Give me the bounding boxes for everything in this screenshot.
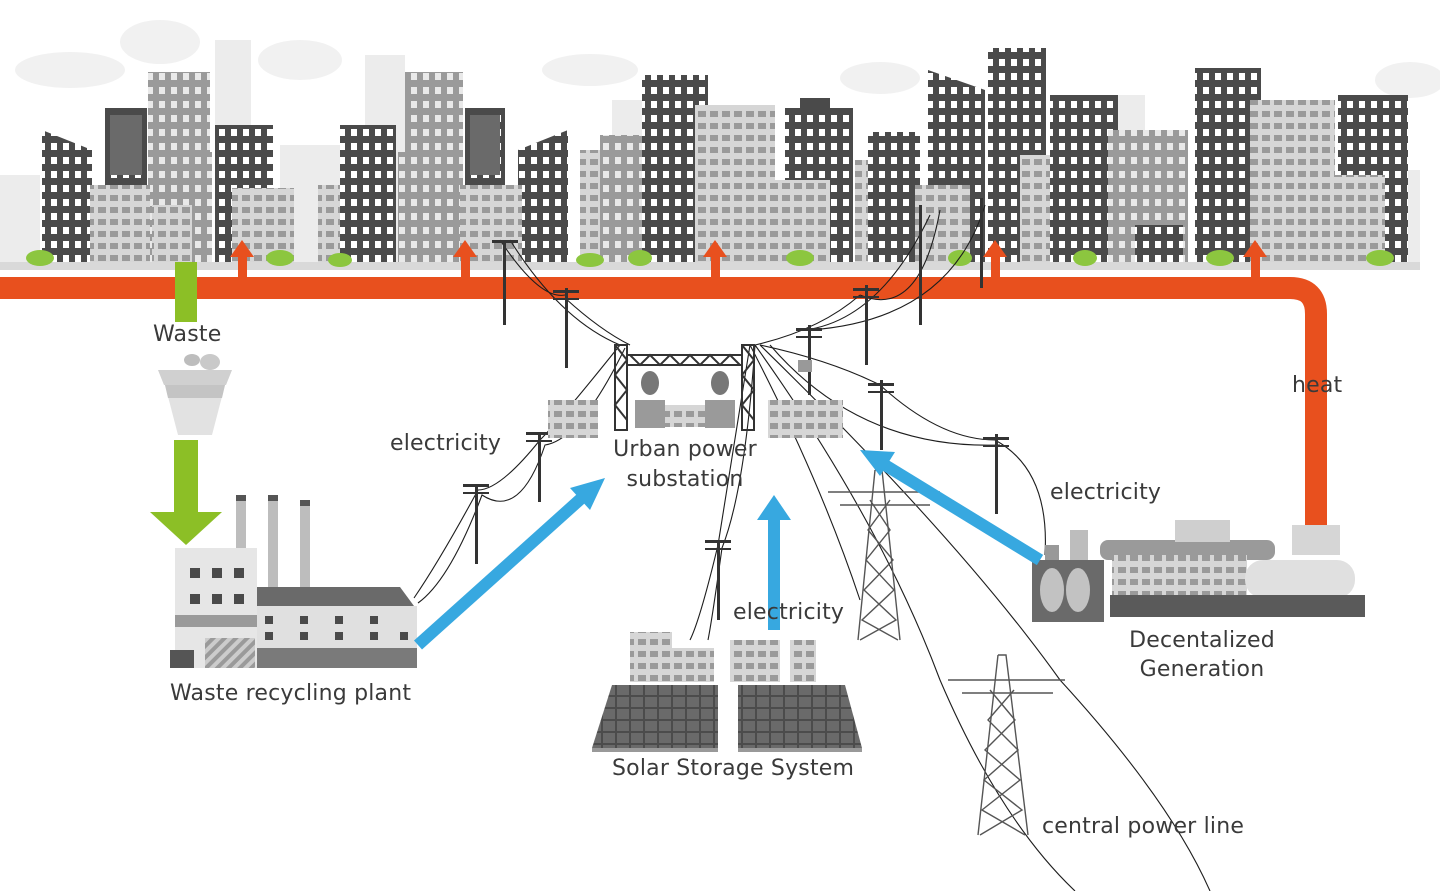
electricity-arrow-decentralized bbox=[876, 456, 1044, 566]
right-building-cluster bbox=[580, 48, 1408, 265]
label-heat: heat bbox=[1292, 373, 1343, 398]
clouds bbox=[15, 20, 1440, 98]
label-decentralized-line1: Decentalized bbox=[1129, 628, 1275, 653]
heat-pipe-main bbox=[0, 277, 1327, 530]
waste-flow-top bbox=[175, 262, 197, 322]
solar-storage-system bbox=[592, 632, 862, 752]
label-recycling-plant: Waste recycling plant bbox=[170, 681, 412, 706]
waste-flow-arrowhead bbox=[150, 512, 222, 545]
label-central-power-line: central power line bbox=[1042, 814, 1245, 839]
lattice-tower-2 bbox=[948, 654, 1065, 836]
city-skyline bbox=[0, 20, 1440, 270]
label-substation-line1: Urban power bbox=[613, 437, 757, 462]
urban-power-substation bbox=[548, 344, 843, 438]
label-electricity-center: electricity bbox=[733, 600, 845, 625]
label-substation-line2: substation bbox=[626, 467, 744, 492]
waste-flow-shaft bbox=[174, 440, 198, 512]
label-waste: Waste bbox=[153, 322, 222, 347]
heat-pipe bbox=[0, 240, 1327, 530]
bushes bbox=[26, 250, 1394, 267]
label-electricity-right: electricity bbox=[1050, 480, 1162, 505]
electricity-arrows bbox=[413, 450, 1044, 650]
left-building-cluster bbox=[42, 72, 568, 265]
electricity-arrow-solar bbox=[768, 518, 780, 630]
waste-bin-icon bbox=[158, 354, 232, 435]
label-solar-storage: Solar Storage System bbox=[612, 756, 855, 781]
label-decentralized-line2: Generation bbox=[1139, 657, 1265, 682]
ground-strip bbox=[0, 262, 1420, 270]
label-electricity-left: electricity bbox=[390, 431, 502, 456]
utility-poles bbox=[463, 198, 1009, 620]
heat-arrows bbox=[230, 240, 1267, 283]
waste-flow bbox=[150, 262, 232, 545]
decentralized-generation-unit bbox=[1032, 520, 1365, 622]
waste-recycling-plant bbox=[170, 495, 417, 668]
electricity-arrow-plant bbox=[413, 490, 590, 650]
